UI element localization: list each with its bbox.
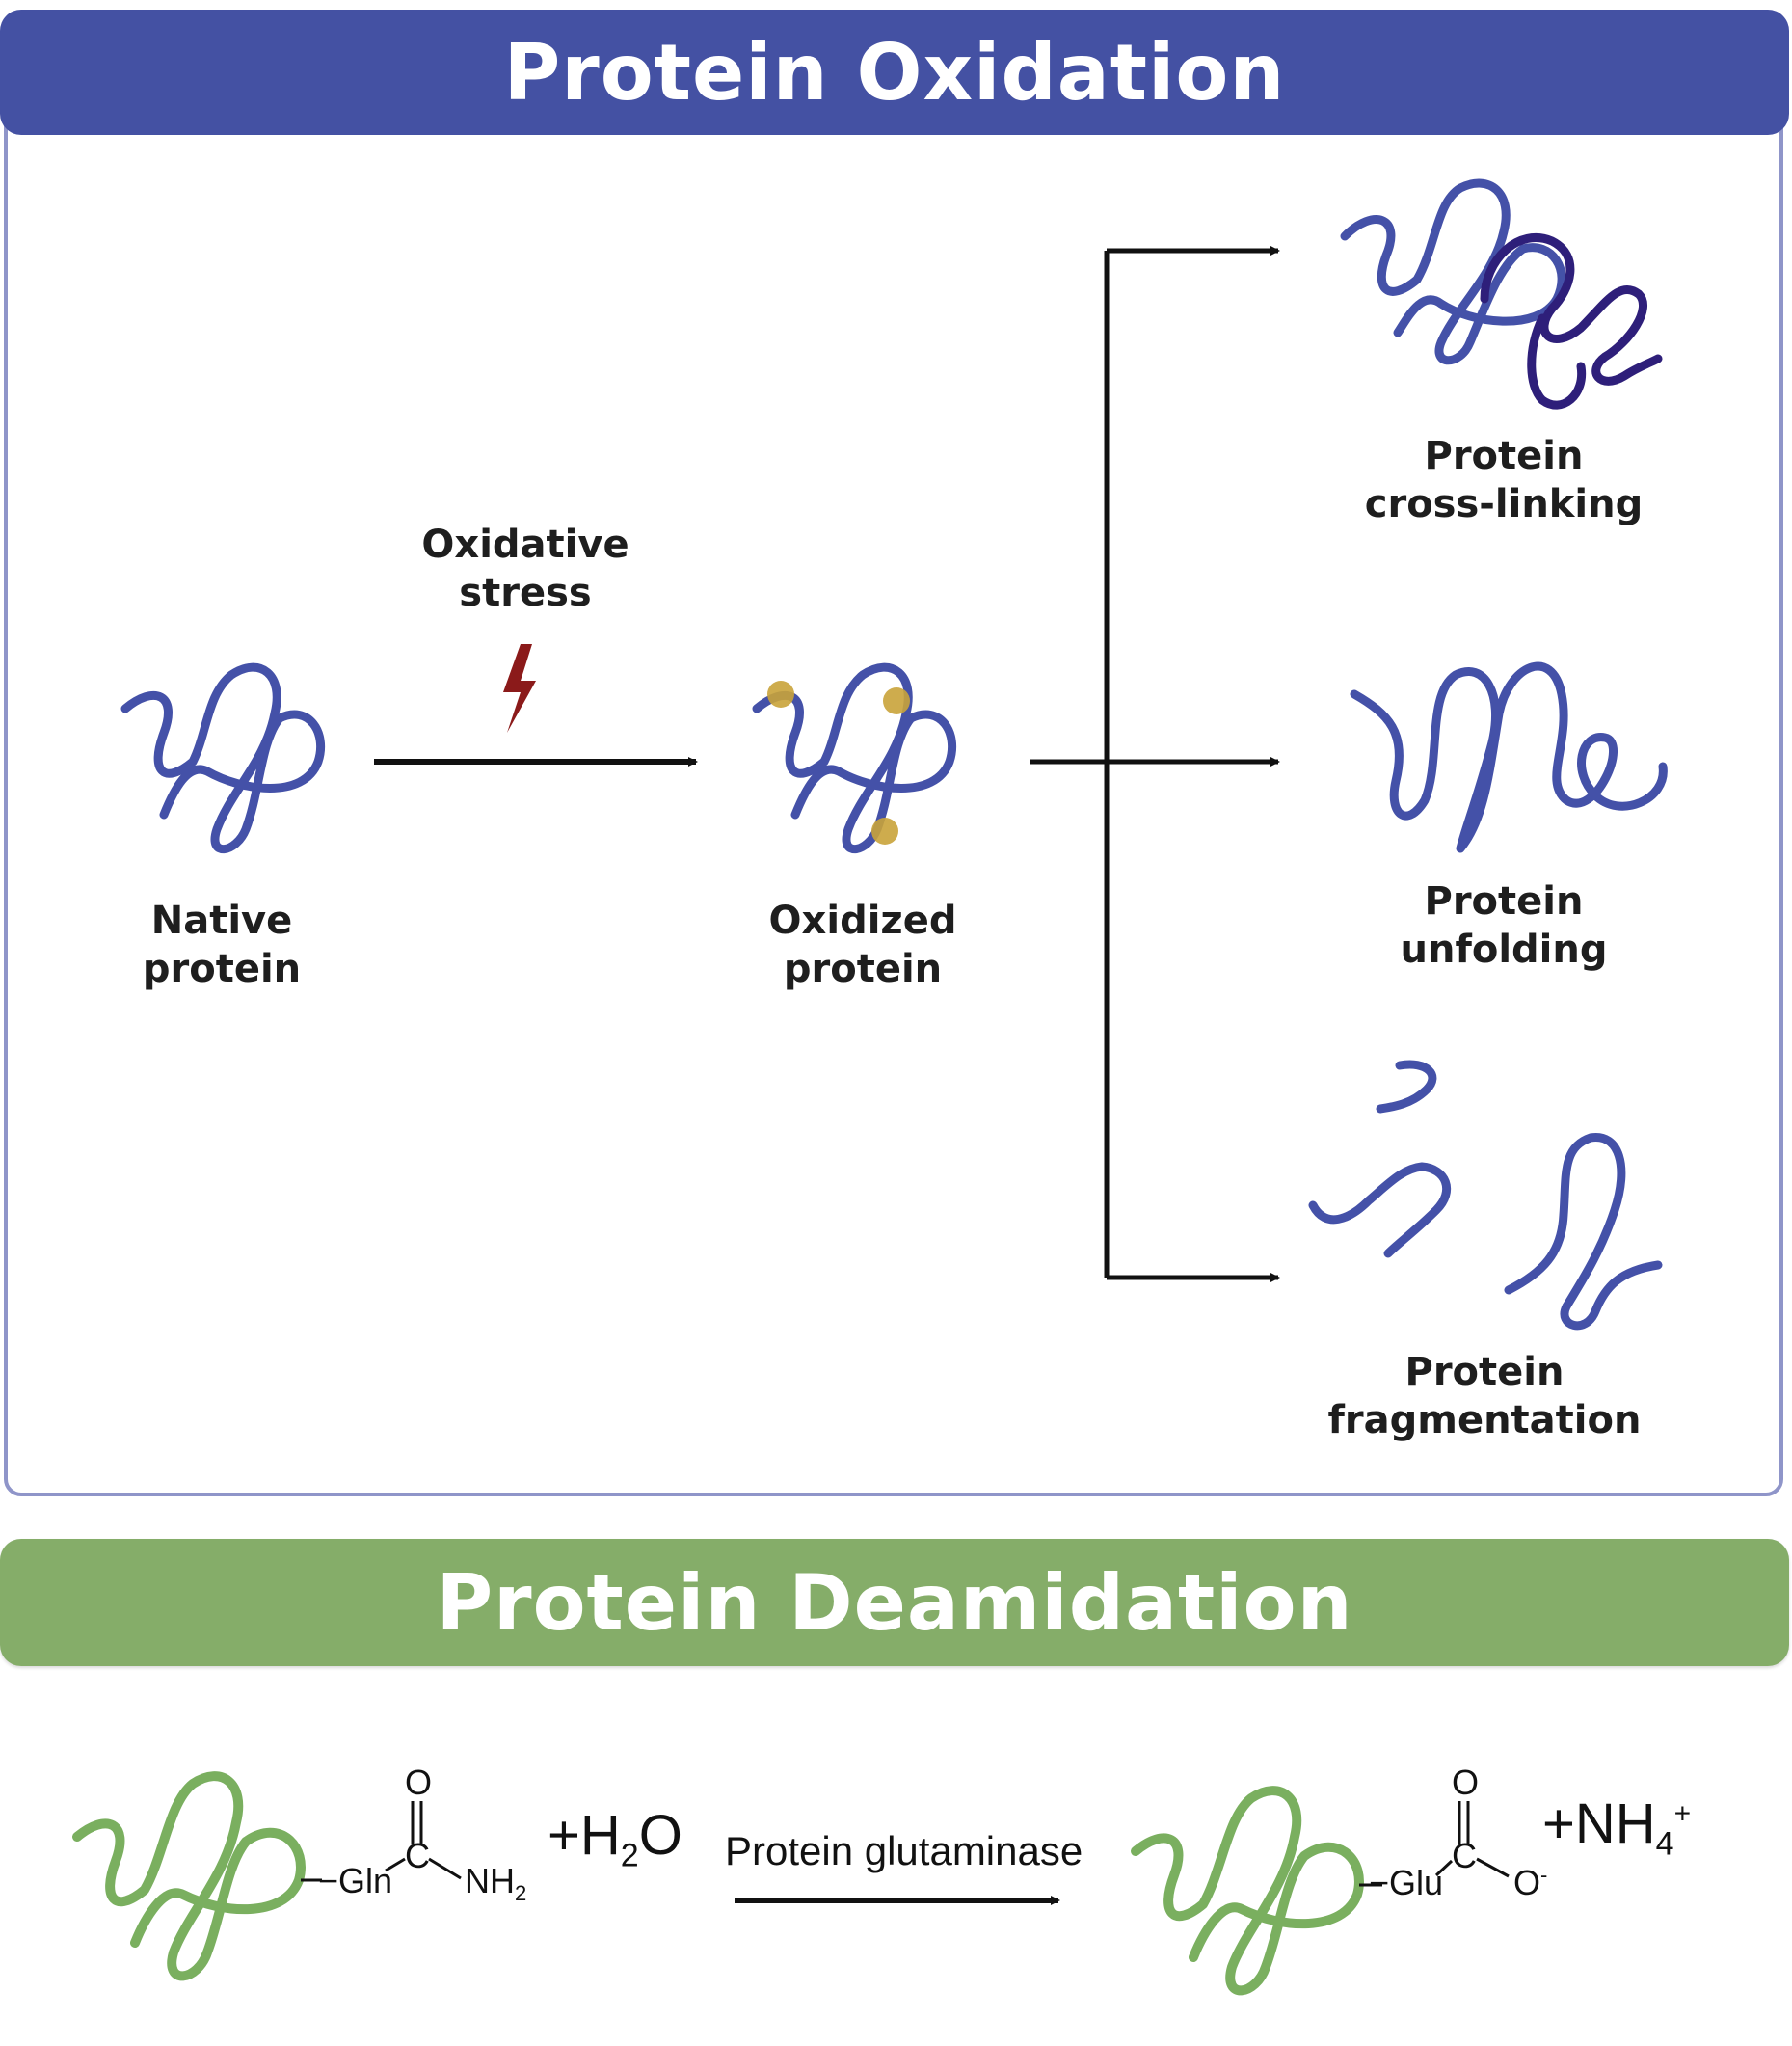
unfolding-label: Protein unfolding [1400,879,1608,972]
amide-bonds [385,1801,462,1880]
fragmented-protein-icon [1308,1060,1663,1331]
crosslinking-label: Protein cross-linking [1364,434,1644,526]
water-term: +H2O [548,1804,682,1874]
product-oxygen: O [1452,1763,1480,1802]
deamidation-reactant-protein [72,1771,306,1981]
crosslinked-protein-icon [1340,178,1663,410]
oxidation-site-marker [767,681,794,708]
deamidation-title: Protein Deamidation [436,1557,1353,1648]
amine-group: NH2 [465,1861,527,1906]
enzyme-label: Protein glutaminase [725,1828,1083,1873]
native-protein-coil [120,662,326,854]
branch-connector [1030,246,1280,1282]
oxidation-site-marker [883,687,910,714]
ammonium-term: +NH4+ [1542,1792,1692,1863]
oxidized-protein-coil [752,662,957,854]
gln-residue-label: −Gln [318,1861,393,1900]
carboxylate-bonds [1434,1801,1510,1878]
oxidation-title-bar: Protein Oxidation [0,10,1789,135]
reactant-carbon: C [405,1836,430,1875]
carboxylate-anion: O- [1513,1863,1548,1902]
unfolded-protein-icon [1350,661,1668,853]
oxidative-stress-label: Oxidative stress [421,523,629,615]
oxidation-title: Protein Oxidation [503,27,1286,118]
reactant-oxygen: O [405,1763,433,1802]
lightning-bolt-icon [503,644,536,733]
oxidized-protein-label: Oxidized protein [768,899,957,991]
deamidation-title-bar: Protein Deamidation [0,1539,1789,1666]
glu-residue-label: −Glu [1369,1863,1444,1902]
product-carbon: C [1452,1836,1477,1875]
oxidation-site-marker [871,818,898,845]
fragmentation-label: Protein fragmentation [1327,1350,1642,1442]
deamidation-product-protein [1131,1786,1364,1996]
native-protein-label: Native protein [142,899,302,991]
